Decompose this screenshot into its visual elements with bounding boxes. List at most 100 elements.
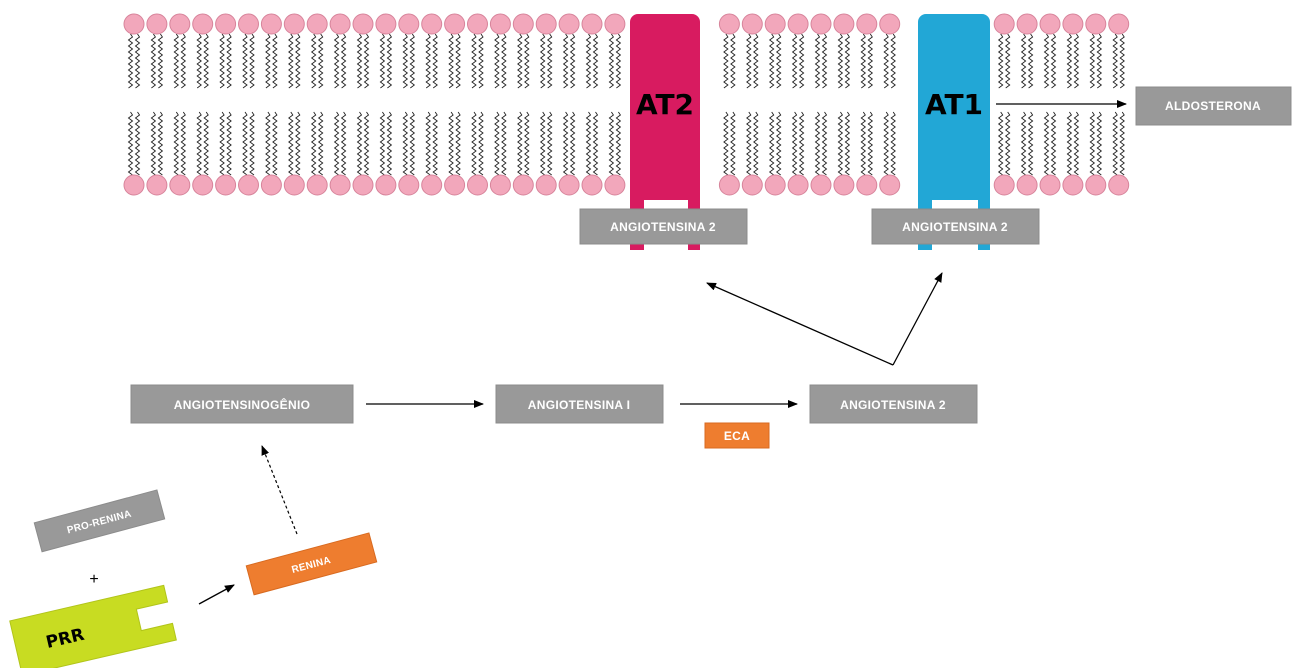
lipid-head-inner [1017, 175, 1037, 195]
angiotensina2-label: ANGIOTENSINA 2 [840, 398, 946, 412]
lipid-head-outer [857, 14, 877, 34]
lipid-head-inner [170, 175, 190, 195]
lipid-head-outer [193, 14, 213, 34]
lipid-tail-upper [1052, 34, 1056, 88]
lipid-tail-upper [816, 34, 820, 88]
lipid-tail-upper [1045, 34, 1049, 88]
angiotensina2-to-at1-arrow [893, 273, 942, 365]
lipid-head-outer [147, 14, 167, 34]
lipid-tail-lower [731, 112, 735, 175]
lipid-head-outer [536, 14, 556, 34]
lipid-tail-lower [838, 112, 842, 175]
lipid-tail-lower [1097, 112, 1101, 175]
lipid-head-inner [261, 175, 281, 195]
lipid-tail-lower [1090, 112, 1094, 175]
lipid-head-inner [376, 175, 396, 195]
lipid-tail-upper [449, 34, 453, 88]
lipid-tail-upper [541, 34, 545, 88]
lipid-tail-upper [999, 34, 1003, 88]
lipid-tail-lower [609, 112, 613, 175]
lipid-tail-lower [793, 112, 797, 175]
lipid-tail-upper [227, 34, 231, 88]
lipid-head-outer [170, 14, 190, 34]
lipid-tail-lower [1120, 112, 1124, 175]
lipid-tail-upper [1006, 34, 1010, 88]
lipid-head-outer [788, 14, 808, 34]
lipid-head-inner [582, 175, 602, 195]
lipid-tail-upper [273, 34, 277, 88]
lipid-tail-lower [1022, 112, 1026, 175]
lipid-tail-upper [1029, 34, 1033, 88]
lipid-tail-upper [335, 34, 339, 88]
lipid-tail-lower [548, 112, 552, 175]
lipid-tail-upper [1120, 34, 1124, 88]
angiotensina1-label: ANGIOTENSINA I [528, 398, 630, 412]
aldosterona-box: ALDOSTERONA [1136, 87, 1291, 125]
lipid-tail-lower [174, 112, 178, 175]
lipid-head-outer [513, 14, 533, 34]
lipid-tail-lower [380, 112, 384, 175]
angiotensina2-at2-label: ANGIOTENSINA 2 [610, 220, 716, 234]
lipid-tail-lower [250, 112, 254, 175]
lipid-tail-lower [754, 112, 758, 175]
lipid-head-outer [1086, 14, 1106, 34]
lipid-tail-lower [1052, 112, 1056, 175]
lipid-head-outer [399, 14, 419, 34]
lipid-tail-upper [754, 34, 758, 88]
lipid-head-inner [1086, 175, 1106, 195]
lipid-tail-upper [731, 34, 735, 88]
lipid-tail-upper [770, 34, 774, 88]
lipid-head-outer [445, 14, 465, 34]
lipid-tail-lower [747, 112, 751, 175]
lipid-head-outer [1109, 14, 1129, 34]
angiotensina2-box: ANGIOTENSINA 2 [810, 385, 977, 423]
lipid-head-outer [1063, 14, 1083, 34]
eca-label: ECA [724, 429, 750, 443]
angiotensina2-at1-label: ANGIOTENSINA 2 [902, 220, 1008, 234]
lipid-head-outer [284, 14, 304, 34]
lipid-tail-upper [495, 34, 499, 88]
lipid-head-inner [124, 175, 144, 195]
lipid-tail-lower [204, 112, 208, 175]
lipid-tail-upper [609, 34, 613, 88]
lipid-tail-upper [616, 34, 620, 88]
lipid-tail-upper [1067, 34, 1071, 88]
lipid-tail-upper [151, 34, 155, 88]
lipid-head-outer [261, 14, 281, 34]
lipid-tail-upper [747, 34, 751, 88]
lipid-head-inner [765, 175, 785, 195]
lipid-tail-lower [426, 112, 430, 175]
lipid-tail-lower [564, 112, 568, 175]
lipid-head-outer [811, 14, 831, 34]
renina-to-angiotensinogenio-arrow [262, 446, 297, 534]
lipid-head-outer [582, 14, 602, 34]
lipid-tail-upper [456, 34, 460, 88]
lipid-head-inner [422, 175, 442, 195]
lipid-head-inner [880, 175, 900, 195]
lipid-tail-lower [1029, 112, 1033, 175]
lipid-tail-lower [410, 112, 414, 175]
lipid-head-inner [742, 175, 762, 195]
lipid-tail-lower [243, 112, 247, 175]
lipid-tail-lower [1113, 112, 1117, 175]
lipid-tail-lower [999, 112, 1003, 175]
lipid-tail-upper [1097, 34, 1101, 88]
lipid-tail-lower [823, 112, 827, 175]
lipid-tail-upper [845, 34, 849, 88]
lipid-tail-lower [433, 112, 437, 175]
lipid-head-outer [605, 14, 625, 34]
lipid-tail-upper [296, 34, 300, 88]
angiotensina2-to-at2-arrow [707, 283, 893, 365]
lipid-head-outer [216, 14, 236, 34]
angiotensina2-at1-box: ANGIOTENSINA 2 [872, 209, 1039, 244]
lipid-head-outer [239, 14, 259, 34]
lipid-head-inner [490, 175, 510, 195]
lipid-tail-upper [571, 34, 575, 88]
lipid-tail-lower [502, 112, 506, 175]
lipid-tail-upper [800, 34, 804, 88]
lipid-head-inner [239, 175, 259, 195]
lipid-tail-lower [1074, 112, 1078, 175]
lipid-head-inner [147, 175, 167, 195]
lipid-head-inner [605, 175, 625, 195]
